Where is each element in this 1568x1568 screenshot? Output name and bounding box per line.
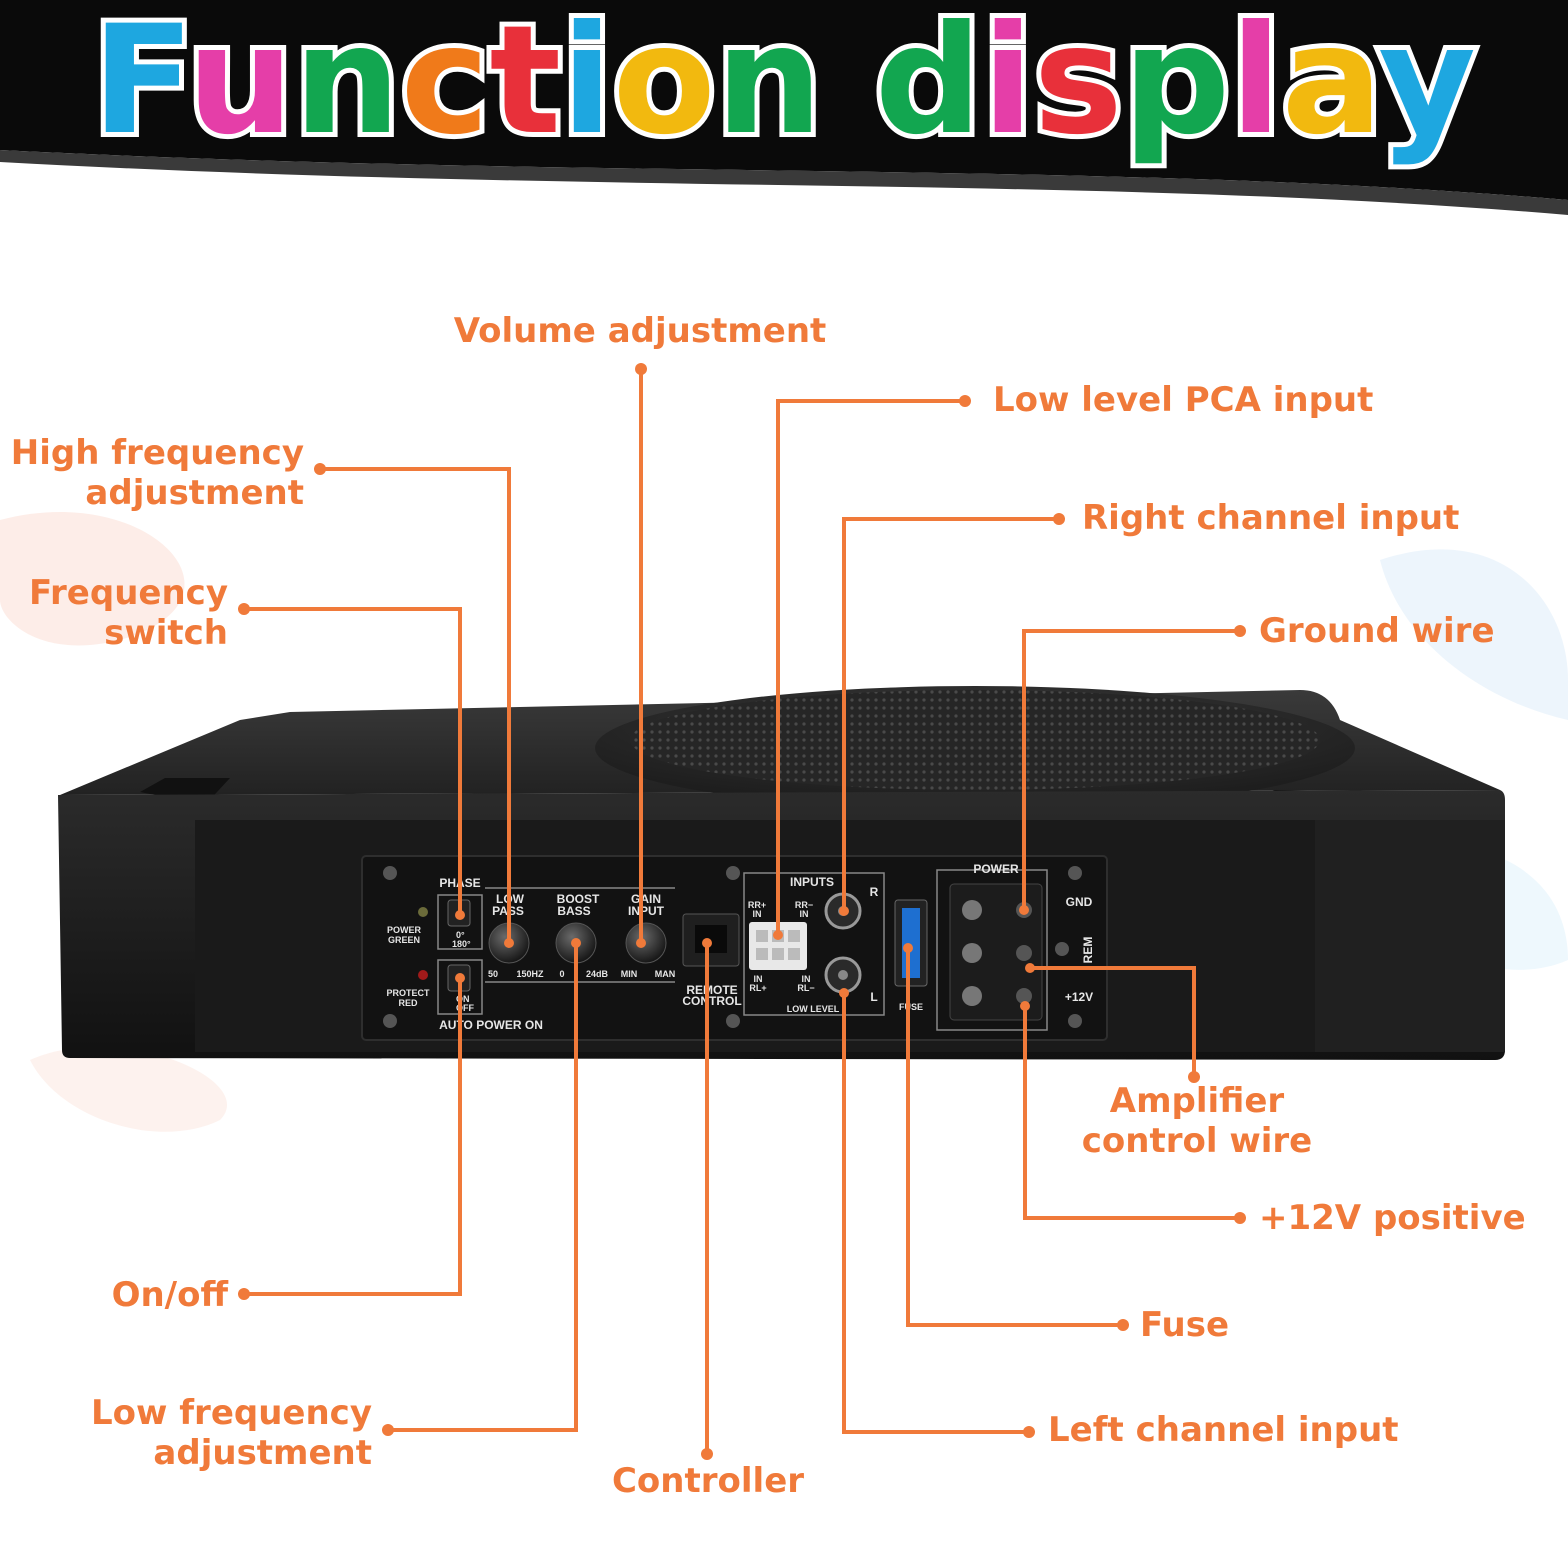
plus12v-terminal[interactable] — [1016, 988, 1032, 1004]
title-letter: F — [92, 0, 187, 168]
title-letter: d — [875, 0, 982, 168]
title-letter: l — [1230, 0, 1281, 168]
auto-power-label: AUTO POWER ON — [439, 1018, 543, 1032]
callout-labels: Volume adjustment Low level PCA input Hi… — [11, 311, 1526, 1501]
rem-label: REM — [1081, 937, 1095, 964]
callout-plus12v: +12V positive — [1259, 1198, 1526, 1238]
high-freq-leader — [320, 467, 511, 943]
low-freq-leader — [388, 943, 578, 1432]
ground-leader — [1022, 629, 1240, 910]
fuse[interactable] — [902, 908, 920, 978]
terminal-screw — [962, 943, 982, 963]
protect-led — [418, 970, 428, 980]
terminal-screw — [962, 900, 982, 920]
gain-max: MAN — [655, 969, 676, 979]
title-letter: y — [1378, 0, 1476, 168]
low-pass-min: 50 — [488, 969, 498, 979]
power-label: POWER — [973, 862, 1019, 876]
title-letter: s — [1034, 0, 1123, 168]
title-letter: i — [982, 0, 1033, 168]
low-pass-max: 150HZ — [516, 969, 544, 979]
v12-label: +12V — [1065, 990, 1093, 1004]
screw — [1055, 942, 1069, 956]
screw — [726, 866, 740, 880]
title-letter: i — [561, 0, 612, 168]
title-letter: u — [187, 0, 294, 168]
screw — [383, 866, 397, 880]
title-letter: o — [613, 0, 716, 168]
callout-volume: Volume adjustment — [454, 311, 827, 351]
fuse-label: FUSE — [899, 1002, 923, 1012]
title-letter — [823, 0, 875, 168]
title-letter: n — [294, 0, 401, 168]
left-label: L — [870, 990, 877, 1004]
rr-minus-label: RR−IN — [795, 900, 813, 919]
callout-onoff: On/off — [112, 1275, 229, 1315]
title-letter: t — [490, 0, 562, 168]
screw — [383, 1014, 397, 1028]
phase-values: 0°180° — [452, 930, 471, 949]
screw — [1068, 866, 1082, 880]
leader-dots — [238, 363, 1246, 1460]
callout-left-channel: Left channel input — [1048, 1410, 1399, 1450]
callout-right-channel: Right channel input — [1082, 498, 1459, 538]
title-letter: n — [716, 0, 823, 168]
callout-fuse: Fuse — [1140, 1305, 1229, 1345]
title-letter: p — [1123, 0, 1230, 168]
rr-plus-label: RR+IN — [748, 900, 766, 919]
screw — [1068, 1014, 1082, 1028]
title-letter: a — [1282, 0, 1379, 168]
pca-leader — [776, 399, 965, 935]
boost-min: 0 — [559, 969, 564, 979]
callout-controller: Controller — [612, 1461, 804, 1501]
gain-min: MIN — [621, 969, 638, 979]
fuse-leader — [906, 948, 1123, 1327]
boost-max: 24dB — [586, 969, 609, 979]
callout-ground-wire: Ground wire — [1259, 611, 1495, 651]
page-title: Function display — [92, 0, 1476, 168]
rem-terminal[interactable] — [1016, 945, 1032, 961]
gnd-label: GND — [1066, 895, 1093, 909]
terminal-screw — [962, 986, 982, 1006]
inputs-label: INPUTS — [790, 875, 834, 889]
plus12v-leader — [1023, 1006, 1240, 1220]
title-letter: c — [401, 0, 490, 168]
power-led — [418, 907, 428, 917]
onoff-leader — [244, 978, 462, 1296]
right-channel-leader — [842, 517, 1059, 911]
left-channel-leader — [842, 993, 1029, 1434]
callout-low-level-pca: Low level PCA input — [993, 380, 1373, 420]
amp-control-leader — [1030, 966, 1196, 1077]
leader-lines — [244, 369, 1240, 1454]
right-label: R — [870, 885, 879, 899]
speaker-grille — [630, 690, 1320, 790]
screw — [726, 1014, 740, 1028]
low-level-label: LOW LEVEL — [787, 1004, 840, 1014]
freq-switch-leader — [244, 607, 462, 915]
title-banner: Function display — [0, 0, 1568, 215]
